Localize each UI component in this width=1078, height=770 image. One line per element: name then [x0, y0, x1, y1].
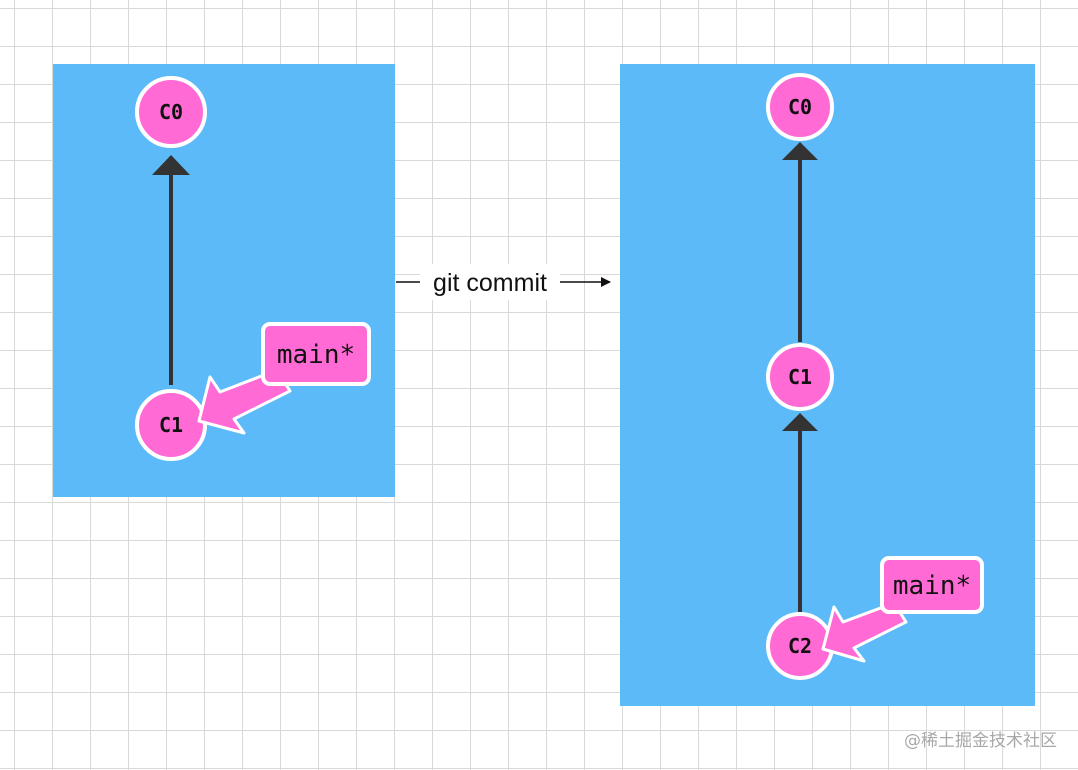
commit-label: C1 [788, 365, 812, 389]
commit-node [766, 343, 834, 411]
branch-label: main* [277, 340, 355, 370]
before-branch-pointer-arrow [197, 368, 292, 435]
after-edge-c1-to-c0 [782, 142, 818, 342]
commit-label: C0 [159, 100, 183, 124]
branch-tag [261, 322, 371, 386]
commit-label: C2 [788, 634, 812, 658]
commit-node [135, 389, 207, 461]
commit-label: C0 [788, 95, 812, 119]
git-commit-operation-arrow: git commit [396, 264, 611, 300]
commit-node [766, 73, 834, 141]
after-commit-c0[interactable]: C0 [766, 73, 834, 141]
before-branch-main[interactable]: main* [261, 322, 371, 386]
before-edge-c1-to-c0 [152, 155, 190, 385]
commit-node [135, 76, 207, 148]
before-commit-c0[interactable]: C0 [135, 76, 207, 148]
after-branch-pointer-arrow [821, 601, 908, 663]
before-commit-c1[interactable]: C1 [135, 389, 207, 461]
watermark: @稀土掘金技术社区 [904, 731, 1057, 751]
commit-label: C1 [159, 413, 183, 437]
after-branch-main[interactable]: main* [880, 556, 984, 614]
branch-label: main* [893, 571, 971, 601]
operation-label: git commit [433, 269, 547, 297]
after-commit-c1[interactable]: C1 [766, 343, 834, 411]
branch-tag [880, 556, 984, 614]
after-edge-c2-to-c1 [782, 413, 818, 612]
